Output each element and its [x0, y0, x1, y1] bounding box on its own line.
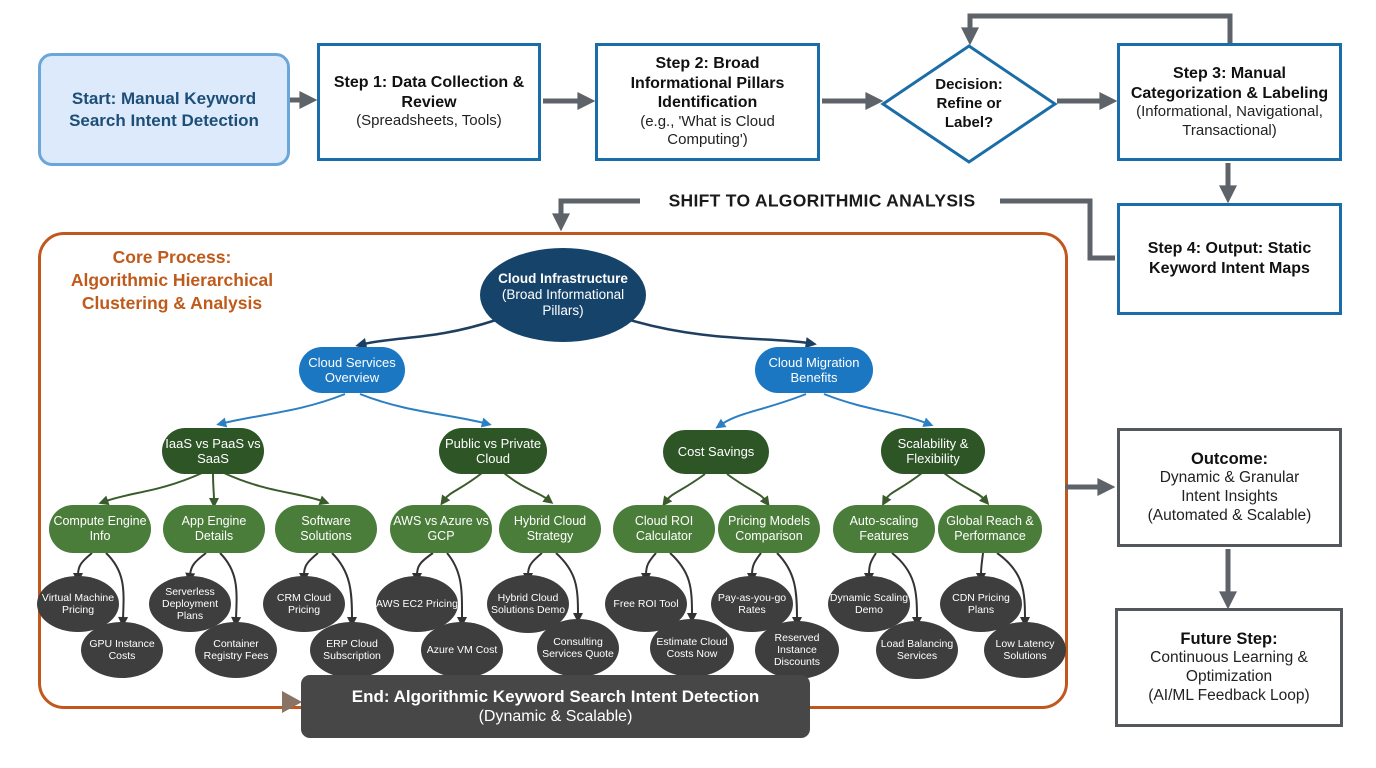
step3-subtitle: (Informational, Navigational, Transactio…: [1136, 103, 1323, 139]
tree-connectors-root: [355, 318, 817, 350]
node-cloud-migration-benefits: Cloud Migration Benefits: [755, 347, 873, 393]
node-compute-engine-info: Compute Engine Info: [49, 505, 151, 553]
leaf-erp-cloud-subscription: ERP Cloud Subscription: [310, 622, 394, 678]
leaf-low-latency-solutions: Low Latency Solutions: [984, 622, 1066, 678]
tree-root-node: Cloud Infrastructure (Broad Informationa…: [480, 248, 646, 342]
node-scalability-flexibility: Scalability & Flexibility: [881, 428, 985, 474]
leaf-estimate-cloud-costs-now: Estimate Cloud Costs Now: [650, 619, 734, 677]
leaf-crm-cloud-pricing: CRM Cloud Pricing: [263, 576, 345, 632]
node-cloud-services-overview: Cloud Services Overview: [299, 347, 405, 393]
leaf-dynamic-scaling-demo: Dynamic Scaling Demo: [828, 576, 910, 632]
node-aws-azure-gcp: AWS vs Azure vs GCP: [390, 505, 492, 553]
end-node: End: Algorithmic Keyword Search Intent D…: [301, 675, 810, 738]
end-title: End: Algorithmic Keyword Search Intent D…: [351, 686, 760, 706]
decision-diamond-shape: [880, 44, 1058, 164]
step4-title: Step 4: Output: Static Keyword Intent Ma…: [1147, 240, 1312, 277]
step1-subtitle: (Spreadsheets, Tools): [356, 112, 502, 130]
leaf-gpu-instance-costs: GPU Instance Costs: [81, 622, 163, 678]
leaf-cdn-pricing-plans: CDN Pricing Plans: [940, 576, 1022, 632]
step3-node: Step 3: Manual Categorization & Labeling…: [1117, 43, 1342, 161]
shift-label: SHIFT TO ALGORITHMIC ANALYSIS: [668, 190, 976, 211]
leaf-reserved-instance-discounts: Reserved Instance Discounts: [755, 621, 839, 679]
end-subtitle: (Dynamic & Scalable): [478, 708, 633, 726]
node-auto-scaling-features: Auto-scaling Features: [833, 505, 935, 553]
leaf-serverless-deployment-plans: Serverless Deployment Plans: [149, 576, 231, 632]
outcome-title: Outcome:: [1190, 450, 1268, 469]
root-title: Cloud Infrastructure: [498, 271, 628, 287]
line-step4-to-shift: [1000, 198, 1115, 261]
node-cost-savings: Cost Savings: [663, 430, 769, 474]
tree-connectors-level4: [73, 552, 1030, 627]
step2-title: Step 2: Broad Informational Pillars Iden…: [630, 55, 785, 112]
leaf-container-registry-fees: Container Registry Fees: [195, 622, 277, 678]
step2-node: Step 2: Broad Informational Pillars Iden…: [595, 43, 820, 161]
flow-arrows: [266, 13, 1237, 610]
arrow-shift-into-core: [552, 198, 640, 232]
node-cloud-roi-calculator: Cloud ROI Calculator: [613, 505, 715, 553]
step1-title: Step 1: Data Collection & Review: [333, 74, 525, 111]
decision-label: Decision: Refine or Label?: [935, 75, 1003, 131]
tree-connectors-level2: [216, 393, 934, 429]
node-public-private-cloud: Public vs Private Cloud: [439, 428, 547, 474]
tree-connectors-level3: [98, 472, 990, 508]
step3-title: Step 3: Manual Categorization & Labeling: [1130, 65, 1329, 102]
root-subtitle: (Broad Informational Pillars): [501, 287, 625, 318]
future-step-node: Future Step: Continuous Learning & Optim…: [1115, 608, 1343, 727]
core-process-title: Core Process: Algorithmic Hierarchical C…: [70, 247, 274, 313]
leaf-azure-vm-cost: Azure VM Cost: [421, 622, 503, 678]
start-label: Start: Manual Keyword Search Intent Dete…: [69, 89, 259, 130]
node-iaas-paas-saas: IaaS vs PaaS vs SaaS: [162, 428, 264, 474]
end-bar-arrowhead: [282, 691, 302, 713]
node-software-solutions: Software Solutions: [275, 505, 377, 553]
leaf-load-balancing-services: Load Balancing Services: [876, 621, 958, 679]
arrow-refine-loop: [961, 13, 1233, 46]
node-global-reach-performance: Global Reach & Performance: [938, 505, 1042, 553]
leaf-aws-ec2-pricing: AWS EC2 Pricing: [376, 576, 458, 632]
step1-node: Step 1: Data Collection & Review (Spread…: [317, 43, 541, 161]
step4-node: Step 4: Output: Static Keyword Intent Ma…: [1117, 203, 1342, 315]
outcome-node: Outcome: Dynamic & Granular Intent Insig…: [1117, 428, 1342, 547]
step2-subtitle: (e.g., 'What is Cloud Computing'): [640, 112, 775, 149]
node-pricing-models-comparison: Pricing Models Comparison: [718, 505, 820, 553]
node-hybrid-cloud-strategy: Hybrid Cloud Strategy: [499, 505, 601, 553]
node-app-engine-details: App Engine Details: [163, 505, 265, 553]
start-node: Start: Manual Keyword Search Intent Dete…: [38, 53, 290, 166]
leaf-virtual-machine-pricing: Virtual Machine Pricing: [37, 576, 119, 632]
future-title: Future Step:: [1180, 630, 1278, 649]
leaf-consulting-services-quote: Consulting Services Quote: [537, 619, 619, 677]
